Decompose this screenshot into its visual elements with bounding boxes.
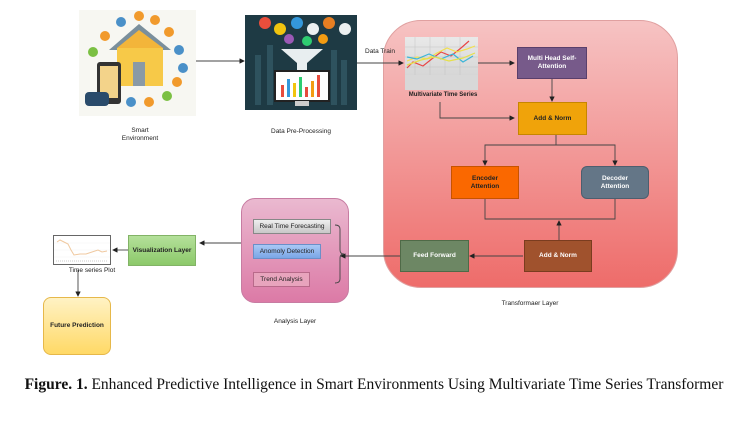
smart-home-iot-icon — [79, 10, 196, 116]
visualization-layer-block[interactable]: Visualization Layer — [128, 235, 196, 266]
encoder-attention-block[interactable]: Encoder Attention — [451, 166, 519, 199]
multivariate-time-series-label: Multivariate Time Series — [408, 92, 478, 98]
data-preprocessing-label: Data Pre-Processing — [271, 128, 331, 135]
figure-caption-text: Enhanced Predictive Intelligence in Smar… — [87, 376, 724, 393]
analysis-item-real-time-forecasting[interactable]: Real Time Forecasting — [253, 219, 331, 234]
time-series-plot-icon — [53, 235, 111, 265]
decoder-attention-block[interactable]: Decoder Attention — [581, 166, 649, 199]
future-prediction-block[interactable]: Future Prediction — [43, 297, 111, 355]
add-norm-top-block[interactable]: Add & Norm — [518, 102, 587, 135]
analysis-item-trend-analysis[interactable]: Trend Analysis — [253, 272, 310, 287]
figure-caption-prefix: Figure. 1. — [24, 376, 88, 393]
time-series-plot-label: Time series Plot — [68, 267, 116, 274]
smart-environment-label: Smart Environment — [121, 127, 159, 142]
figure-caption: Figure. 1. Enhanced Predictive Intellige… — [0, 374, 748, 395]
analysis-layer-label: Analysis Layer — [273, 318, 317, 325]
data-funnel-monitor-icon — [245, 15, 357, 110]
feed-forward-block[interactable]: Feed Forward — [400, 240, 469, 272]
multivariate-time-series-icon — [405, 37, 478, 90]
multi-head-self-attention-block[interactable]: Multi Head Self-Attention — [517, 47, 587, 79]
data-train-edge-label: Data Train — [365, 48, 395, 55]
transformer-layer-label: Transformaer Layer — [501, 300, 559, 307]
add-norm-bottom-block[interactable]: Add & Norm — [524, 240, 592, 272]
analysis-item-anomaly-detection[interactable]: Anomoly Detection — [253, 244, 321, 259]
